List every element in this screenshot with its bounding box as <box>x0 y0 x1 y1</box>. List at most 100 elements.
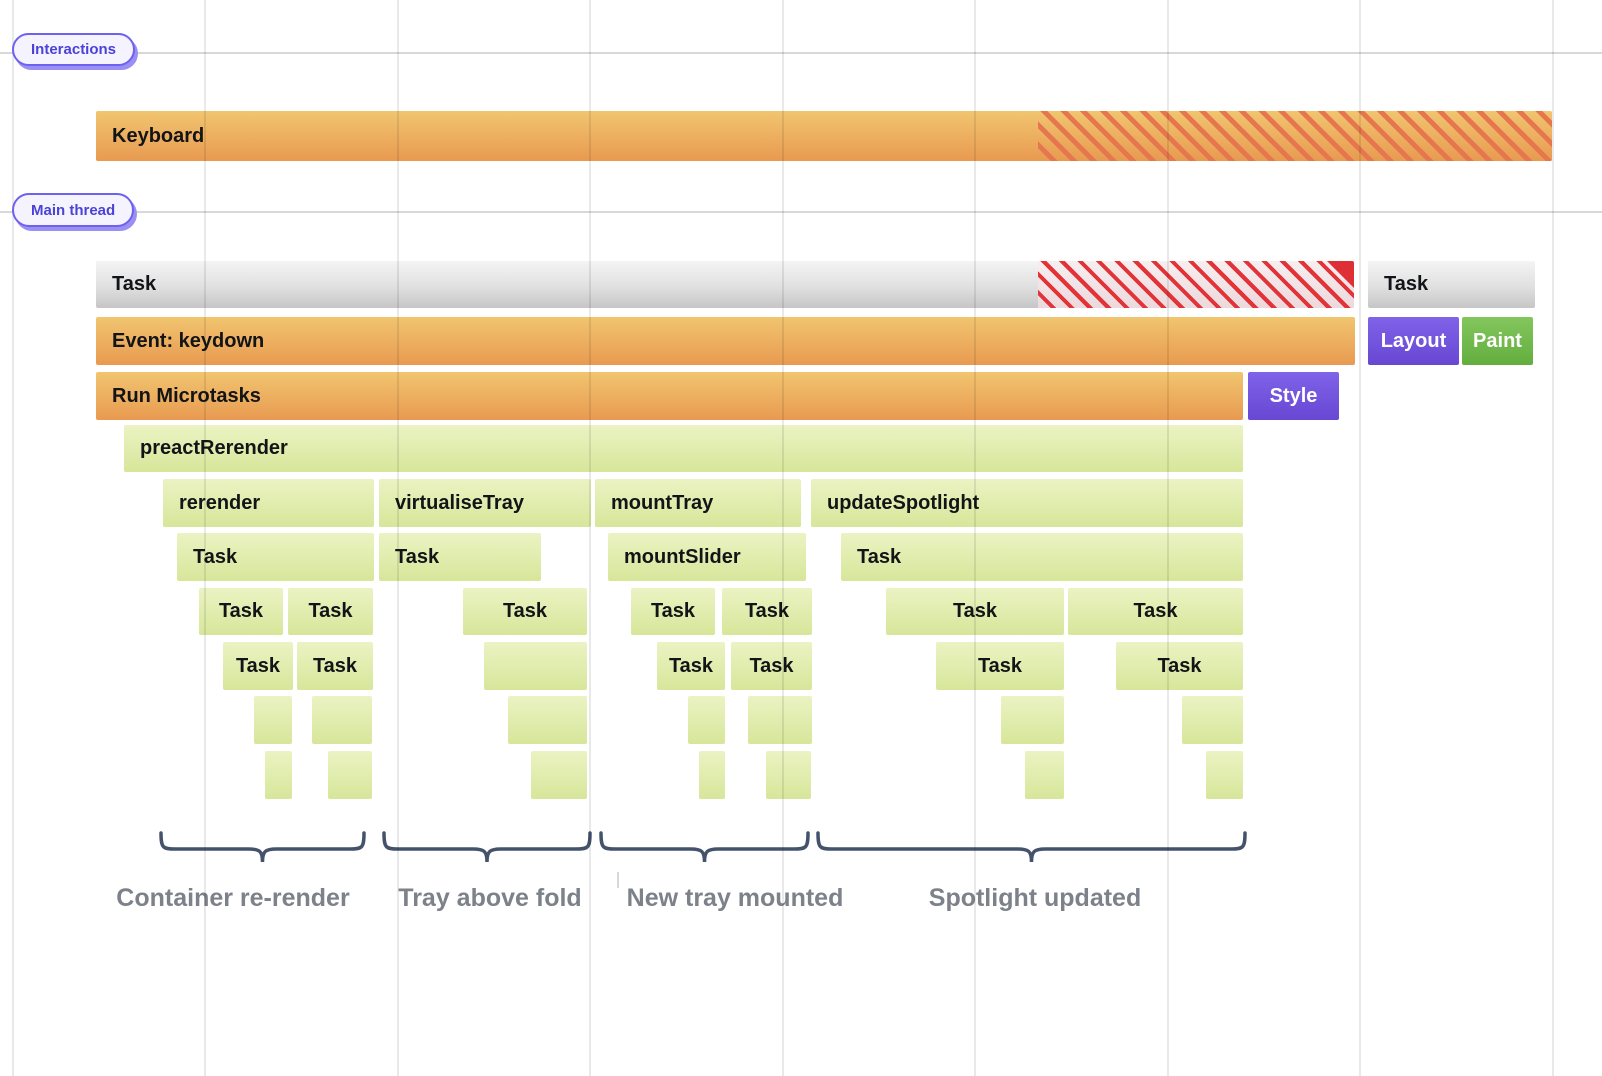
bar-label: Task <box>502 600 548 622</box>
task-bar[interactable]: Task <box>1068 588 1243 635</box>
task-bar[interactable]: Task <box>463 588 587 635</box>
bar-label: Task <box>1133 600 1178 622</box>
run-microtasks[interactable]: Run Microtasks <box>96 372 1243 420</box>
interactions-track-badge[interactable]: Interactions <box>12 33 136 66</box>
fn-virtualise-tray[interactable]: virtualiseTray <box>379 479 591 527</box>
fn-preact-rerender[interactable]: preactRerender <box>124 425 1243 472</box>
main-thread-track-badge[interactable]: Main thread <box>12 193 135 227</box>
bar-label: updateSpotlight <box>827 491 980 514</box>
frame-block[interactable] <box>265 751 292 799</box>
task-bar[interactable]: Task <box>288 588 373 635</box>
bar-label: Task <box>952 600 998 622</box>
frame-block[interactable] <box>1001 696 1064 744</box>
bar-label: Task <box>749 654 794 677</box>
gridline <box>974 0 976 1076</box>
gridline <box>397 0 399 1076</box>
bar-label: Task <box>977 654 1023 677</box>
phase-annotation-label: New tray mounted <box>626 884 844 912</box>
task-bar[interactable]: Task <box>199 588 283 635</box>
bar-label: rerender <box>179 491 261 514</box>
bar-label: Style <box>1269 384 1318 407</box>
event-keydown[interactable]: Event: keydown <box>96 317 1355 365</box>
long-task[interactable]: Task <box>96 261 1354 308</box>
task-bar[interactable]: Task <box>936 642 1064 690</box>
frame-block[interactable] <box>254 696 292 744</box>
curly-brace <box>382 831 592 863</box>
task-bar[interactable]: Task <box>1116 642 1243 690</box>
phase-annotation-label: Spotlight updated <box>928 884 1142 912</box>
bar-label: Task <box>668 654 714 677</box>
bar-label: Task <box>193 545 238 568</box>
red-hatch-overlay <box>1038 261 1354 308</box>
bar-label: Task <box>235 654 281 677</box>
gridline <box>1167 0 1169 1076</box>
track-separator-line <box>0 211 1602 213</box>
task-bar[interactable]: Task <box>297 642 373 690</box>
gridline <box>204 0 206 1076</box>
fn-mount-slider[interactable]: mountSlider <box>608 533 806 581</box>
frame-block[interactable] <box>699 751 725 799</box>
frame-block[interactable] <box>1206 751 1243 799</box>
task-bar[interactable]: Task <box>841 533 1243 581</box>
fn-update-spotlight[interactable]: updateSpotlight <box>811 479 1243 527</box>
task-bar[interactable]: Task <box>657 642 725 690</box>
curly-brace <box>159 831 366 863</box>
paint-block[interactable]: Paint <box>1462 317 1533 365</box>
bar-label: Event: keydown <box>112 329 265 352</box>
bar-label: Keyboard <box>112 124 205 147</box>
style-block[interactable]: Style <box>1248 372 1339 420</box>
bar-label: Task <box>1384 273 1429 295</box>
curly-brace <box>816 831 1247 863</box>
bar-label: mountSlider <box>624 545 741 568</box>
long-task-corner-triangle-icon <box>1327 261 1354 288</box>
task-bar[interactable]: Task <box>177 533 374 581</box>
gridline <box>589 0 591 1076</box>
fn-mount-tray[interactable]: mountTray <box>595 479 801 527</box>
task-bar[interactable]: Task <box>379 533 541 581</box>
gridline <box>1359 0 1361 1076</box>
gridline <box>12 0 14 1076</box>
bar-label: Task <box>744 600 790 622</box>
bar-label: Task <box>1157 654 1202 677</box>
gridline-tick <box>617 872 619 888</box>
bar-label: virtualiseTray <box>395 491 524 514</box>
bar-label: Task <box>650 600 696 622</box>
task-bar[interactable]: Task <box>223 642 293 690</box>
orange-hatch-overlay <box>1038 111 1552 161</box>
curly-brace <box>599 831 810 863</box>
fn-rerender[interactable]: rerender <box>163 479 374 527</box>
bar-label: mountTray <box>611 491 714 514</box>
frame-block[interactable] <box>484 642 587 690</box>
bar-label: preactRerender <box>140 437 288 459</box>
frame-block[interactable] <box>748 696 812 744</box>
task-bar[interactable]: Task <box>731 642 812 690</box>
frame-block[interactable] <box>688 696 725 744</box>
task-bar[interactable]: Task <box>886 588 1064 635</box>
task-bar[interactable]: Task <box>722 588 812 635</box>
phase-annotation-label: Container re-render <box>116 884 350 912</box>
track-separator-line <box>0 52 1602 54</box>
frame-block[interactable] <box>766 751 811 799</box>
frame-block[interactable] <box>508 696 587 744</box>
frame-block[interactable] <box>1182 696 1243 744</box>
bar-label: Task <box>308 600 353 622</box>
bar-label: Task <box>218 600 264 622</box>
gridline <box>782 0 784 1076</box>
bar-label: Task <box>112 273 157 295</box>
frame-block[interactable] <box>1025 751 1064 799</box>
bar-label: Task <box>395 545 440 568</box>
phase-annotation-label: Tray above fold <box>398 884 582 912</box>
frame-block[interactable] <box>531 751 587 799</box>
bar-label: Paint <box>1473 329 1522 352</box>
bar-label: Task <box>857 545 902 568</box>
interaction-keyboard[interactable]: Keyboard <box>96 111 1552 161</box>
gridline <box>1552 0 1554 1076</box>
task-after-paint[interactable]: Task <box>1368 261 1535 308</box>
layout-block[interactable]: Layout <box>1368 317 1459 365</box>
frame-block[interactable] <box>328 751 372 799</box>
frame-block[interactable] <box>312 696 372 744</box>
bar-label: Run Microtasks <box>112 384 261 407</box>
task-bar[interactable]: Task <box>631 588 715 635</box>
bar-label: Layout <box>1380 329 1447 352</box>
